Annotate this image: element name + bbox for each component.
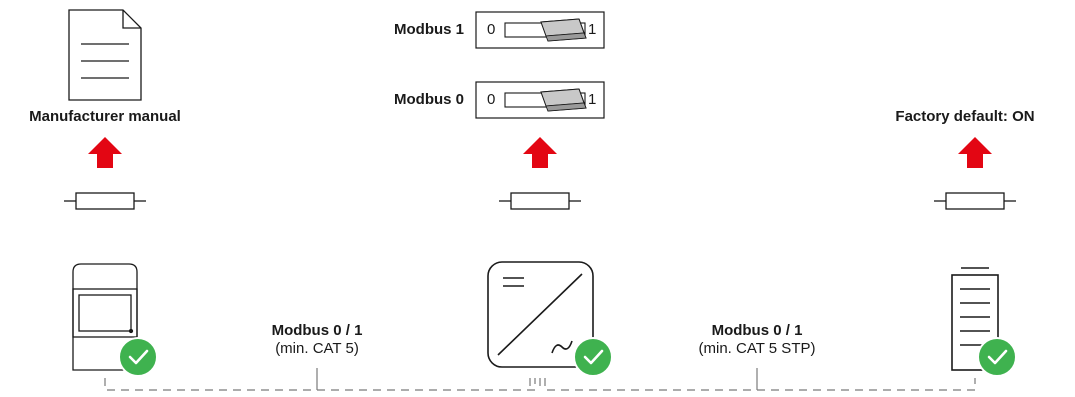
- check-icon-meter: [117, 336, 159, 378]
- dip-label-modbus-1: Modbus 1: [394, 21, 464, 38]
- dip-off-label-modbus-1: 0: [487, 21, 496, 38]
- dip-off-label-modbus-0: 0: [487, 91, 496, 108]
- connection-title-left: Modbus 0 / 1: [271, 322, 363, 339]
- up-arrow-icon-battery: [958, 137, 992, 168]
- connection-spec-right: (min. CAT 5 STP): [698, 340, 816, 357]
- termination-resistor-icon-inverter: [498, 192, 582, 210]
- connection-title-right: Modbus 0 / 1: [711, 322, 803, 339]
- dip-switch-modbus-1: [475, 11, 605, 49]
- up-arrow-icon-meter: [88, 137, 122, 168]
- modbus-cable-dashed-line: [104, 378, 976, 391]
- check-icon-inverter: [572, 336, 614, 378]
- up-arrow-icon-inverter: [523, 137, 557, 168]
- dip-label-modbus-0: Modbus 0: [394, 91, 464, 108]
- dip-on-label-modbus-1: 1: [588, 21, 597, 38]
- battery-icon: [951, 267, 999, 371]
- battery-factory-default-label: Factory default: ON: [895, 108, 1035, 125]
- termination-resistor-icon-meter: [63, 192, 147, 210]
- termination-resistor-icon-battery: [933, 192, 1017, 210]
- document-icon: [68, 9, 142, 101]
- dip-on-label-modbus-0: 1: [588, 91, 597, 108]
- energy-meter-icon: [72, 263, 138, 371]
- dip-switch-modbus-0: [475, 81, 605, 119]
- check-icon-battery: [976, 336, 1018, 378]
- inverter-icon: [487, 261, 594, 368]
- connection-spec-left: (min. CAT 5): [275, 340, 359, 357]
- meter-manual-label: Manufacturer manual: [29, 108, 181, 125]
